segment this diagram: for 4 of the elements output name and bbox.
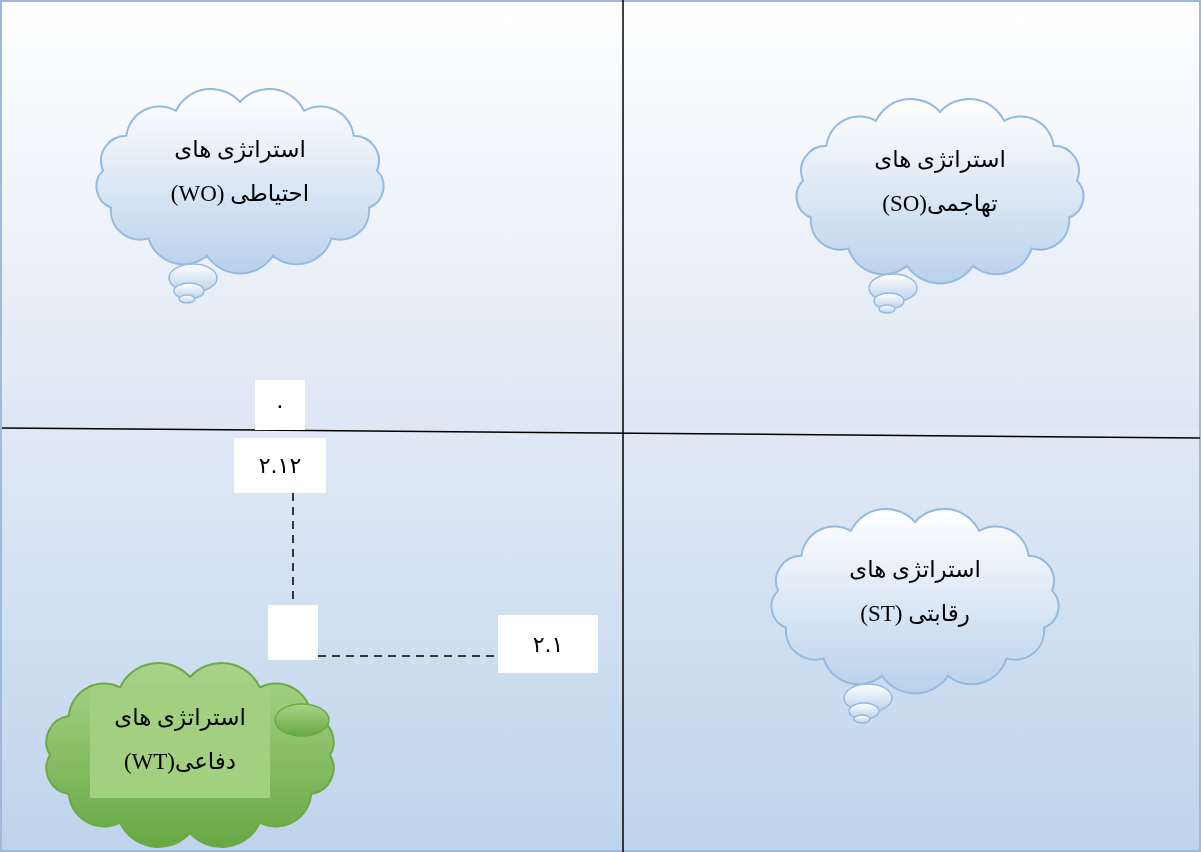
number-box: ۲.۱۲ [234, 438, 326, 493]
empty-box [268, 605, 318, 660]
number-box: ۲.۱ [498, 615, 598, 673]
number-box: ۰ [255, 380, 305, 430]
